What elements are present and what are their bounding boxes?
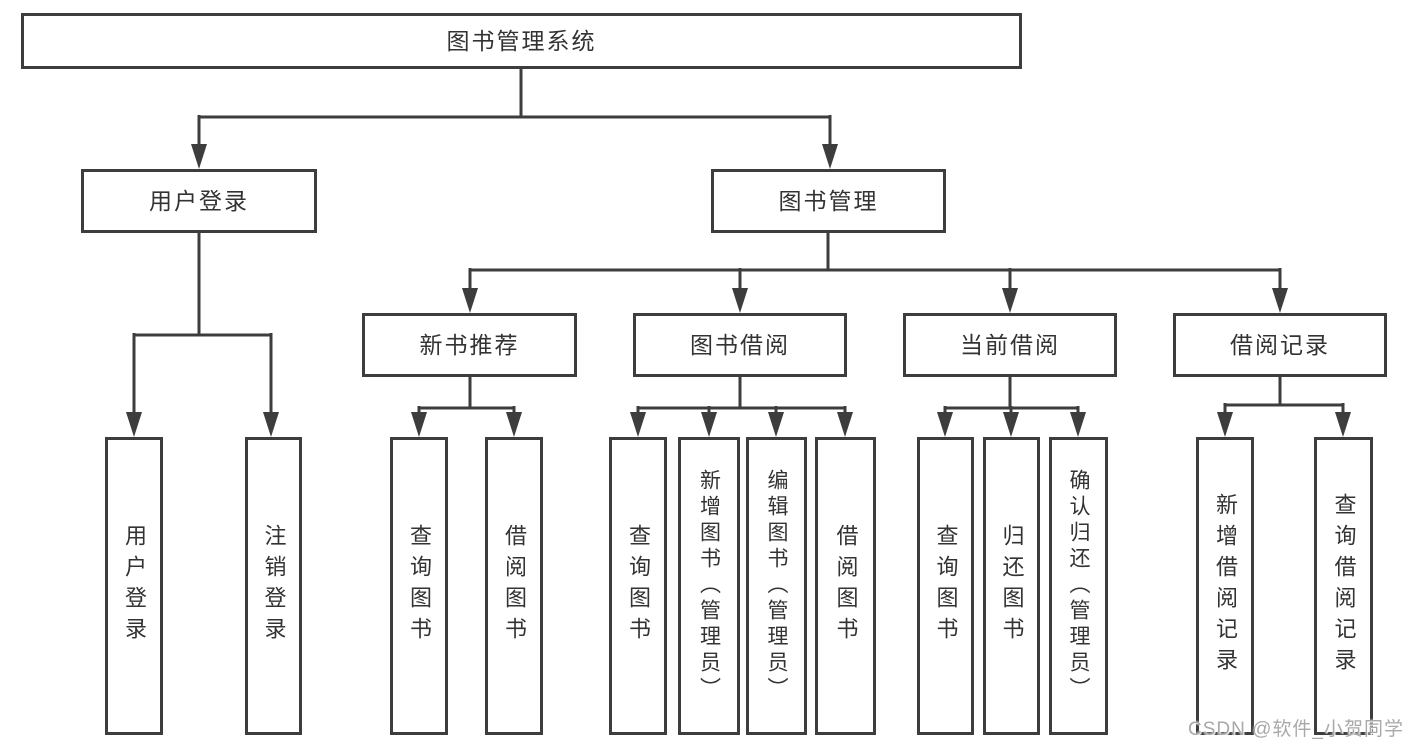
node-current-borrow-label: 当前借阅 bbox=[960, 331, 1060, 358]
arrowhead-icon bbox=[191, 144, 207, 169]
leaf-borrow-borrow-books-label: 借阅图书 bbox=[833, 524, 859, 648]
leaf-logout-login-label: 注销登录 bbox=[261, 524, 287, 648]
arrowhead-icon bbox=[1335, 412, 1351, 437]
arrowhead-icon bbox=[1002, 288, 1018, 313]
node-user-login: 用户登录 bbox=[81, 169, 317, 233]
leaf-user-login-label: 用户登录 bbox=[122, 524, 147, 648]
leaf-borrow-borrow-books: 借阅图书 bbox=[815, 437, 876, 735]
leaf-current-confirm-return-admin-label: 确认归还（管理员） bbox=[1067, 469, 1090, 703]
leaf-borrow-add-books-admin: 新增图书（管理员） bbox=[678, 437, 740, 735]
leaf-borrow-query-books: 查询图书 bbox=[609, 437, 667, 735]
leaf-logout-login: 注销登录 bbox=[245, 437, 302, 735]
leaf-current-confirm-return-admin: 确认归还（管理员） bbox=[1049, 437, 1108, 735]
arrowhead-icon bbox=[1070, 412, 1086, 437]
leaf-records-query-record: 查询借阅记录 bbox=[1314, 437, 1373, 735]
node-borrow-records: 借阅记录 bbox=[1173, 313, 1387, 377]
node-book-borrow-label: 图书借阅 bbox=[690, 331, 790, 358]
arrowhead-icon bbox=[462, 288, 478, 313]
node-root-label: 图书管理系统 bbox=[446, 27, 597, 54]
arrowhead-icon bbox=[768, 412, 784, 437]
arrowhead-icon bbox=[822, 144, 838, 169]
leaf-current-return-books-label: 归还图书 bbox=[999, 524, 1025, 648]
leaf-records-add-record-label: 新增借阅记录 bbox=[1213, 493, 1238, 679]
arrowhead-icon bbox=[937, 412, 953, 437]
arrowhead-icon bbox=[1003, 412, 1019, 437]
leaf-borrow-edit-books-admin-label: 编辑图书（管理员） bbox=[765, 469, 788, 703]
arrowhead-icon bbox=[701, 412, 717, 437]
arrowhead-icon bbox=[1272, 288, 1288, 313]
arrowhead-icon bbox=[126, 412, 142, 437]
node-book-management-label: 图书管理 bbox=[778, 187, 879, 214]
csdn-watermark: CSDN @软件_小贺同学 bbox=[1188, 719, 1404, 740]
arrowhead-icon bbox=[630, 412, 646, 437]
connector-new-book-to-leaves bbox=[411, 377, 522, 437]
leaf-newbook-query-books-label: 查询图书 bbox=[407, 524, 432, 648]
leaf-current-return-books: 归还图书 bbox=[983, 437, 1040, 735]
leaf-newbook-query-books: 查询图书 bbox=[390, 437, 448, 735]
leaf-borrow-add-books-admin-label: 新增图书（管理员） bbox=[697, 469, 721, 703]
arrowhead-icon bbox=[732, 288, 748, 313]
arrowhead-icon bbox=[263, 412, 279, 437]
arrowhead-icon bbox=[1217, 412, 1233, 437]
connector-borrow-records-to-leaves bbox=[1217, 377, 1351, 437]
node-user-login-label: 用户登录 bbox=[149, 187, 249, 214]
leaf-records-query-record-label: 查询借阅记录 bbox=[1331, 493, 1357, 679]
leaf-current-query-books: 查询图书 bbox=[917, 437, 974, 735]
connector-book-borrow-to-leaves bbox=[630, 377, 853, 437]
connector-current-borrow-to-leaves bbox=[937, 377, 1086, 437]
leaf-records-add-record: 新增借阅记录 bbox=[1196, 437, 1254, 735]
arrowhead-icon bbox=[506, 412, 522, 437]
connector-book-management-to-level3 bbox=[462, 233, 1288, 313]
connector-user-login-to-leaves bbox=[126, 233, 279, 437]
leaf-user-login: 用户登录 bbox=[105, 437, 163, 735]
arrowhead-icon bbox=[411, 412, 427, 437]
node-new-book-recommend-label: 新书推荐 bbox=[419, 331, 520, 358]
node-current-borrow: 当前借阅 bbox=[903, 313, 1117, 377]
leaf-current-query-books-label: 查询图书 bbox=[933, 524, 959, 648]
node-new-book-recommend: 新书推荐 bbox=[362, 313, 577, 377]
connector-root-to-level2 bbox=[191, 69, 838, 169]
node-book-management: 图书管理 bbox=[711, 169, 946, 233]
leaf-borrow-edit-books-admin: 编辑图书（管理员） bbox=[746, 437, 807, 735]
node-book-borrow: 图书借阅 bbox=[633, 313, 847, 377]
leaf-newbook-borrow-books: 借阅图书 bbox=[485, 437, 543, 735]
leaf-borrow-query-books-label: 查询图书 bbox=[626, 524, 651, 648]
arrowhead-icon bbox=[837, 412, 853, 437]
node-root: 图书管理系统 bbox=[21, 13, 1022, 69]
node-borrow-records-label: 借阅记录 bbox=[1230, 331, 1330, 358]
leaf-newbook-borrow-books-label: 借阅图书 bbox=[502, 524, 527, 648]
